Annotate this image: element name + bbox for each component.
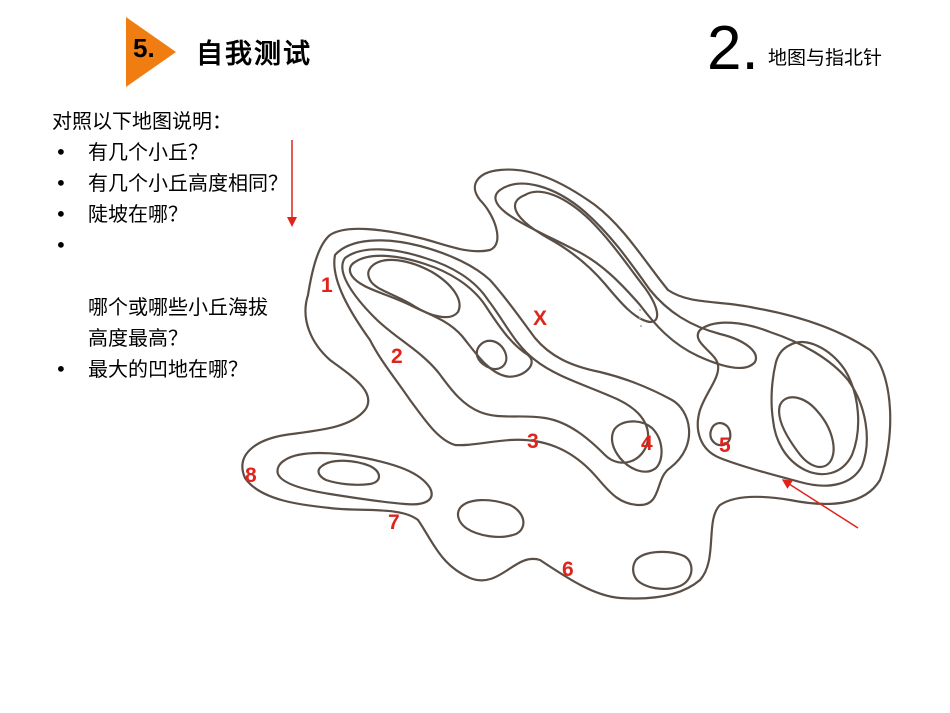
contour-line [317,459,381,486]
label-x: X [533,307,547,330]
question-text: 最大的凹地在哪？ [88,357,248,381]
contour-line [456,499,525,538]
bullet-icon: • [55,357,67,381]
label-4: 4 [641,432,653,455]
map-dot [640,325,642,327]
section-title: 自我测试 [196,39,312,70]
chapter-title: 地图与指北针 [768,47,883,69]
intro-text: 对照以下地图说明： [52,109,232,133]
list-item: • 有几个小丘高度相同？ [52,168,352,199]
section-badge [126,17,176,87]
contour-line-outer [241,168,892,600]
bullet-icon: • [55,202,67,226]
label-7: 7 [388,511,400,534]
map-dot [639,317,641,319]
contour-line [632,550,693,590]
contour-line [709,422,732,447]
label-6: 6 [562,558,574,581]
contour-line [610,420,663,473]
contour-line [513,190,659,324]
list-item: • 哪个或哪些小丘海拔 高度最高？ [52,230,352,354]
label-5: 5 [719,434,731,457]
contour-line [696,321,868,487]
section-number: 5. [133,33,155,63]
map-dot [639,309,641,311]
contour-line [333,239,691,507]
label-8: 8 [245,464,257,487]
label-3: 3 [527,430,539,453]
contour-line [494,182,758,370]
list-item: • 最大的凹地在哪？ [52,354,352,385]
question-text: 有几个小丘高度相同？ [88,171,288,195]
contour-line [367,258,461,319]
contour-line [475,339,508,371]
orange-triangle-icon [126,17,176,87]
contour-line [276,451,433,506]
question-list: • 有几个小丘？ • 有几个小丘高度相同？ • 陡坡在哪？ • 哪个或哪些小丘海… [52,137,352,385]
arrow-up-left-icon [781,479,859,529]
question-text: 哪个或哪些小丘海拔 高度最高？ [88,295,268,350]
list-item: • 陡坡在哪？ [52,199,352,230]
chapter-number: 2. [707,14,759,83]
bullet-icon: • [55,140,67,164]
bullet-icon: • [55,171,67,195]
contour-line [341,248,650,464]
contour-line [778,396,835,469]
question-text: 陡坡在哪？ [88,202,188,226]
question-text: 有几个小丘？ [88,140,208,164]
contour-line [348,254,533,378]
label-2: 2 [391,345,403,368]
label-1: 1 [321,274,333,297]
list-item: • 有几个小丘？ [52,137,352,168]
bullet-icon: • [55,233,67,257]
contour-line [770,340,860,476]
